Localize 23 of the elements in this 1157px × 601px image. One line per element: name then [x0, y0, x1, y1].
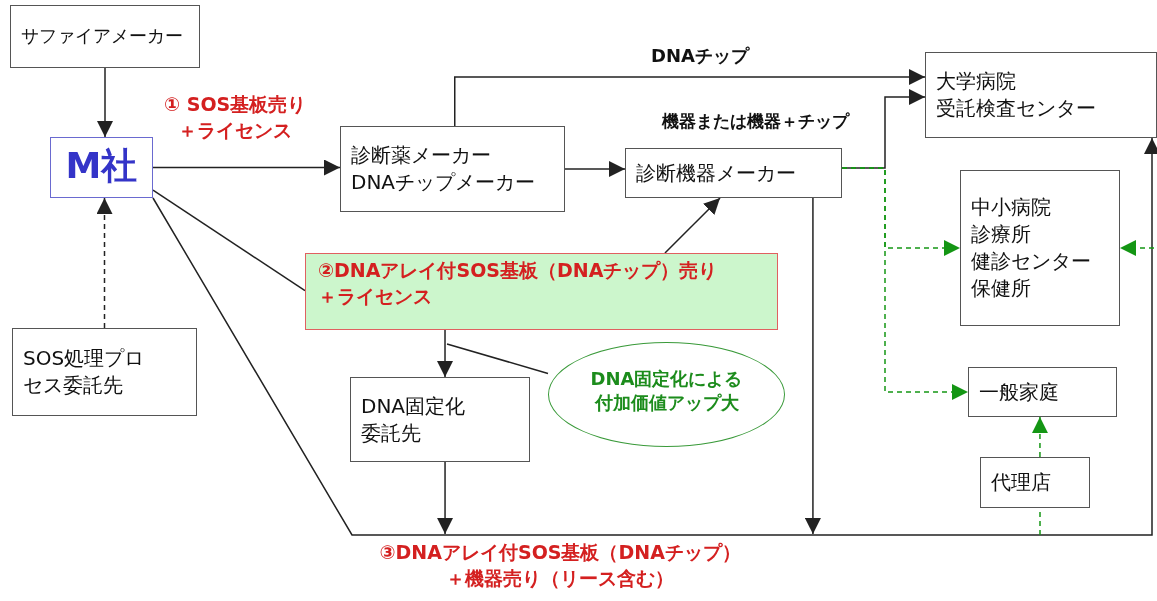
process-box: 診断薬メーカーDNAチップメーカー	[340, 126, 565, 212]
arrow	[564, 161, 626, 177]
company-box: M社	[50, 137, 153, 198]
process-box: 代理店	[980, 457, 1090, 508]
process-box: 中小病院診療所健診センター保健所	[960, 170, 1120, 326]
process-box: 一般家庭	[968, 367, 1117, 417]
offer-box: ②DNAアレイ付SOS基板（DNAチップ）売り＋ライセンス	[305, 253, 778, 330]
process-box: 診断機器メーカー	[625, 148, 842, 198]
edge-label: 機器または機器＋チップ	[661, 110, 849, 133]
leader-line	[446, 343, 549, 375]
arrow	[152, 159, 341, 176]
arrow	[1119, 240, 1155, 256]
process-box: SOS処理プロセス委託先	[12, 328, 197, 416]
arrow	[841, 167, 969, 400]
process-box: サファイアメーカー	[10, 5, 200, 68]
process-box: 大学病院受託検査センター	[925, 52, 1157, 138]
arrow	[664, 197, 721, 254]
arrow	[97, 67, 113, 138]
process-box: DNA固定化委託先	[350, 377, 530, 462]
connector-line	[152, 189, 306, 292]
arrow	[1031, 416, 1048, 458]
arrow	[454, 69, 926, 127]
arrow	[152, 137, 1157, 536]
